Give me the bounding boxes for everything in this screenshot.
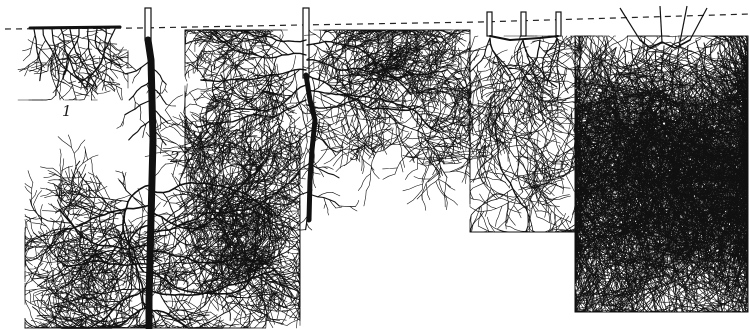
root-system-4-drawing bbox=[470, 36, 580, 232]
root-system-5-label: 5 bbox=[734, 122, 744, 140]
stem-5a bbox=[620, 8, 640, 40]
root-system-5-drawing bbox=[575, 36, 748, 312]
stem-4a bbox=[487, 12, 492, 36]
root-system-2-drawing bbox=[25, 40, 300, 328]
root-system-3-label: 3 bbox=[350, 146, 360, 164]
root-system-1-drawing bbox=[18, 27, 128, 100]
stem-4c bbox=[556, 12, 561, 36]
stem-2 bbox=[145, 8, 151, 40]
stem-5d bbox=[690, 8, 707, 40]
stem-5c bbox=[680, 6, 687, 42]
root-system-4-label: 4 bbox=[477, 142, 488, 160]
root-system-1-label: 1 bbox=[62, 102, 72, 120]
root-system-2-label: 2 bbox=[169, 148, 180, 166]
stem-4b bbox=[521, 12, 526, 36]
